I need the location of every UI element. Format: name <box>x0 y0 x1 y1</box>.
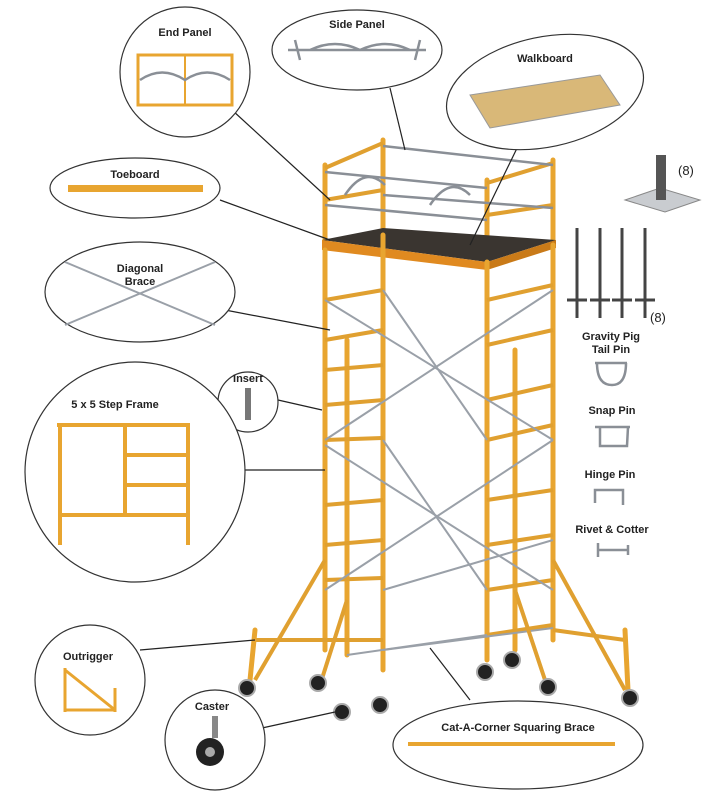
gravity-pin-label-2: Tail Pin <box>592 344 631 356</box>
side-panel-label: Side Panel <box>329 19 385 31</box>
rivet-cotter: Rivet & Cotter <box>575 524 649 557</box>
walkboard-label: Walkboard <box>517 53 573 65</box>
callout-diagonal-brace: Diagonal Brace <box>44 241 236 343</box>
pins-set <box>567 228 655 318</box>
leader-lines <box>139 87 521 729</box>
caster-wheel <box>539 678 557 696</box>
guardrail <box>322 137 556 253</box>
scaffold-tower <box>238 137 639 721</box>
hinge-pin: Hinge Pin <box>585 469 636 505</box>
caster-label: Caster <box>195 701 230 713</box>
caster-wheel <box>333 703 351 721</box>
gravity-pin-label-1: Gravity Pig <box>582 331 640 343</box>
end-panel-label: End Panel <box>158 27 211 39</box>
callout-walkboard: Walkboard <box>445 33 645 151</box>
diagonal-brace-label-2: Brace <box>125 276 156 288</box>
callout-outrigger: Outrigger <box>34 624 146 736</box>
left-end-frame <box>322 232 386 673</box>
snap-pin-label: Snap Pin <box>588 405 635 417</box>
outrigger-label: Outrigger <box>63 651 114 663</box>
caster-wheel <box>476 663 494 681</box>
insert-label: Insert <box>233 373 263 385</box>
caster-wheel <box>309 674 327 692</box>
callout-insert: Insert <box>217 371 279 433</box>
callout-step-frame: 5 x 5 Step Frame <box>24 361 246 583</box>
callout-squaring-brace: Cat-A-Corner Squaring Brace <box>392 700 644 790</box>
rivet-cotter-label: Rivet & Cotter <box>575 524 649 536</box>
cross-braces <box>324 289 554 656</box>
base-plate: (8) <box>623 155 702 213</box>
squaring-brace-label: Cat-A-Corner Squaring Brace <box>441 722 594 734</box>
caster-wheel <box>371 696 389 714</box>
base-plate-count: (8) <box>678 163 694 178</box>
callout-toeboard: Toeboard <box>49 157 221 219</box>
callout-side-panel: Side Panel <box>271 9 443 91</box>
toeboard-label: Toeboard <box>110 169 159 181</box>
step-frame-label: 5 x 5 Step Frame <box>71 399 158 411</box>
caster-wheel <box>621 689 639 707</box>
diagonal-brace-label-1: Diagonal <box>117 263 163 275</box>
casters <box>238 651 639 721</box>
callout-caster: Caster <box>164 689 266 791</box>
gravity-pig-tail-pin: Gravity Pig Tail Pin <box>582 331 640 387</box>
platform-deck <box>322 228 556 270</box>
hinge-pin-label: Hinge Pin <box>585 469 636 481</box>
right-end-frame <box>484 242 556 663</box>
pins-count: (8) <box>650 310 666 325</box>
outriggers <box>247 558 631 693</box>
snap-pin: Snap Pin <box>588 405 636 448</box>
caster-wheel <box>238 679 256 697</box>
caster-wheel <box>503 651 521 669</box>
callout-end-panel: End Panel <box>119 6 251 138</box>
